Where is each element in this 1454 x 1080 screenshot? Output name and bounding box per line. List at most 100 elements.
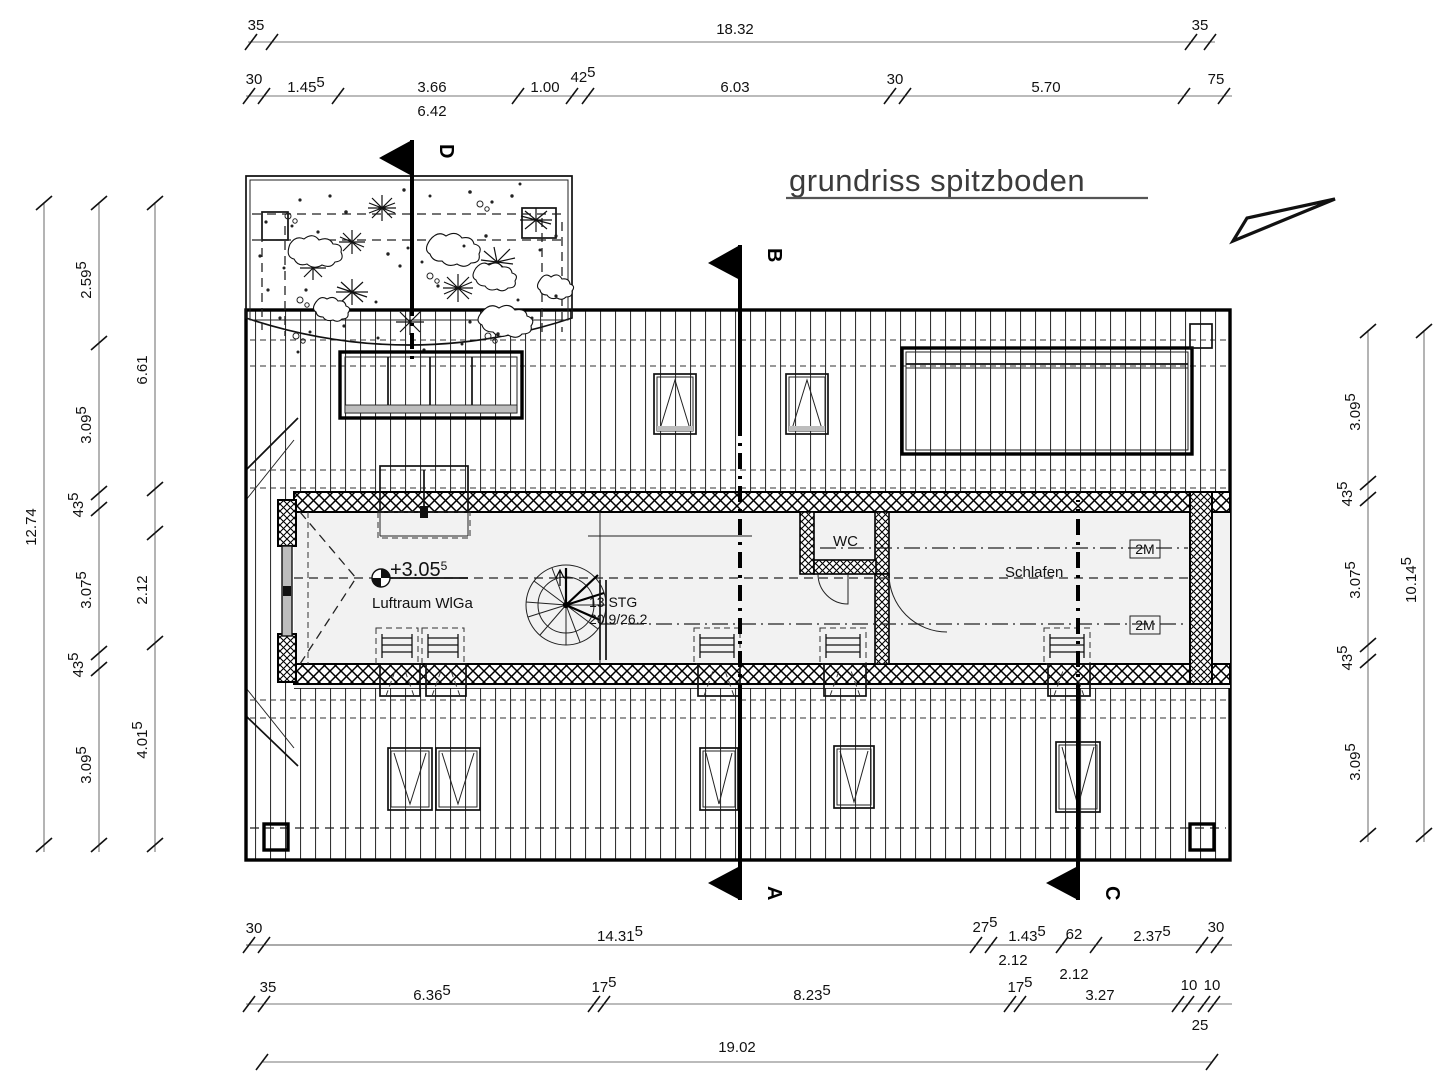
dormer-recess-group-2 (693, 627, 741, 697)
level-marker (371, 568, 468, 588)
dim-top1-right: 35 (1192, 17, 1209, 34)
north-arrow-icon (1229, 197, 1336, 245)
dimension-chain-top-1: 35 18.32 35 (244, 17, 1217, 51)
roof-window-band (338, 350, 524, 420)
dim-bot2-s5: 3.27 (1085, 987, 1114, 1004)
dim-right-f3: 435 (1334, 645, 1356, 670)
dormer-recess-left (377, 465, 471, 539)
skylight-lower-1 (387, 747, 433, 811)
dim-top1-left: 35 (248, 17, 265, 34)
vent-box-top-right (1189, 323, 1213, 349)
dim-top2-s3: 1.00 (530, 79, 559, 96)
dim-top2-s4: 425 (570, 64, 595, 86)
dimension-chain-left-fine: 2.595 3.095 435 3.075 435 3.095 (65, 195, 108, 853)
skylight-upper-1 (653, 373, 697, 435)
terrace-edge-box-left (261, 211, 289, 241)
section-marker-A: A (708, 500, 785, 900)
dim-top2-s6: 30 (887, 71, 904, 88)
dim-bot2-s7: 10 (1204, 977, 1221, 994)
dim-top2-s7: 5.70 (1031, 79, 1060, 96)
green-roof-terrace (245, 175, 575, 354)
skylight-lower-2 (435, 747, 481, 811)
stair-dimension-label: 20.9/26.2 (589, 611, 648, 627)
dim-bottom-total: 19.02 (718, 1039, 756, 1056)
gravel-dots (258, 182, 558, 354)
dim-right-f2: 3.075 (1342, 561, 1364, 599)
dim-left-g1: 2.12 (134, 575, 151, 604)
dim-bot1-s4: 62 (1066, 926, 1083, 943)
dimension-chain-bottom-total: 19.02 (255, 1039, 1219, 1071)
page-title: grundriss spitzboden (789, 163, 1085, 198)
dim-right-f0: 3.095 (1342, 393, 1364, 431)
spiral-staircase (525, 564, 607, 660)
dim-bot1-s3: 1.435 (1008, 923, 1046, 945)
door-swing-schlafen (888, 573, 948, 633)
dimension-chain-top-2: 30 1.455 3.66 1.00 425 6.03 30 5.70 75 6… (242, 64, 1232, 120)
headroom-label-2: 2M (1135, 617, 1154, 633)
headroom-marker-2: 2M (1129, 615, 1161, 635)
dimension-chain-right-fine: 3.095 435 3.075 435 3.095 (1334, 323, 1377, 843)
dim-left-f0: 2.595 (73, 261, 95, 299)
dim-right-total: 10.145 (1398, 557, 1420, 603)
dim-bot2-s4: 175 (1007, 974, 1032, 996)
section-marker-B: B (708, 245, 785, 500)
planting-symbols (300, 195, 552, 335)
dim-right-f4: 3.095 (1342, 743, 1364, 781)
dimension-chain-bottom-2: 35 6.365 175 8.235 175 3.27 10 10 25 (242, 974, 1232, 1034)
dim-bot1-sub1: 2.12 (1059, 966, 1088, 983)
dim-left-f3: 3.075 (73, 571, 95, 609)
skylight-upper-2 (785, 373, 829, 435)
wall-right (1189, 491, 1213, 685)
wall-wc-right (874, 511, 890, 575)
dim-bot1-s6: 30 (1208, 919, 1225, 936)
dim-top2-s0: 30 (246, 71, 263, 88)
dim-bot1-s1: 14.315 (597, 923, 643, 945)
dim-bot2-sub: 25 (1192, 1017, 1209, 1034)
dim-bot2-s3: 8.235 (793, 982, 831, 1004)
dim-left-total: 12.74 (23, 508, 40, 546)
roof-terrace-right (900, 346, 1194, 456)
dim-bot2-s6: 10 (1181, 977, 1198, 994)
dim-left-g0: 6.61 (134, 355, 151, 384)
section-letter-D: D (435, 144, 457, 158)
vent-box-bottom-left (262, 822, 290, 852)
dim-left-g2: 4.015 (129, 721, 151, 759)
section-marker-C: C (1046, 500, 1123, 900)
stair-count-label: 13 STG (589, 594, 637, 610)
vent-box-bottom-right (1188, 822, 1216, 852)
wall-corridor (874, 573, 890, 665)
wall-wc-left (799, 511, 815, 575)
level-value: +3.055 (390, 559, 448, 581)
attic-interior (277, 465, 1231, 697)
wall-left-lower (277, 633, 297, 683)
dimension-chain-right-total: 10.145 (1398, 323, 1433, 843)
dim-top2-s8: 75 (1208, 71, 1225, 88)
section-letter-A: A (763, 886, 785, 900)
dim-top2-s2: 3.66 (417, 79, 446, 96)
dim-bot1-s5: 2.375 (1133, 923, 1171, 945)
shrub-symbols (287, 232, 575, 338)
dim-left-f1: 3.095 (73, 406, 95, 444)
dimension-chain-bottom-1: 30 14.315 275 1.435 62 2.375 30 2.12 2.1… (242, 914, 1232, 983)
dim-top2-below: 6.42 (417, 103, 446, 120)
room-label-wc: WC (833, 533, 858, 550)
wall-left-upper (277, 499, 297, 547)
dimension-chain-left-total: 12.74 (23, 195, 53, 853)
dim-left-f4: 435 (65, 652, 87, 677)
skylight-lower-4 (833, 745, 875, 809)
dim-bot2-s1: 6.365 (413, 982, 451, 1004)
terrace-edge-box-right (521, 207, 557, 239)
dim-bot1-s0: 30 (246, 920, 263, 937)
dim-bot2-s0: 35 (260, 979, 277, 996)
dormer-recess-group-1 (375, 627, 467, 697)
headroom-marker-1: 2M (1129, 539, 1161, 559)
wall-wc-bottom (813, 559, 877, 575)
dim-left-f5: 3.095 (73, 746, 95, 784)
wall-top (293, 491, 1231, 513)
door-swing-wc (817, 573, 849, 605)
dormer-recess-group-3 (819, 627, 867, 697)
headroom-label-1: 2M (1135, 541, 1154, 557)
dim-bot1-sub0: 2.12 (998, 952, 1027, 969)
